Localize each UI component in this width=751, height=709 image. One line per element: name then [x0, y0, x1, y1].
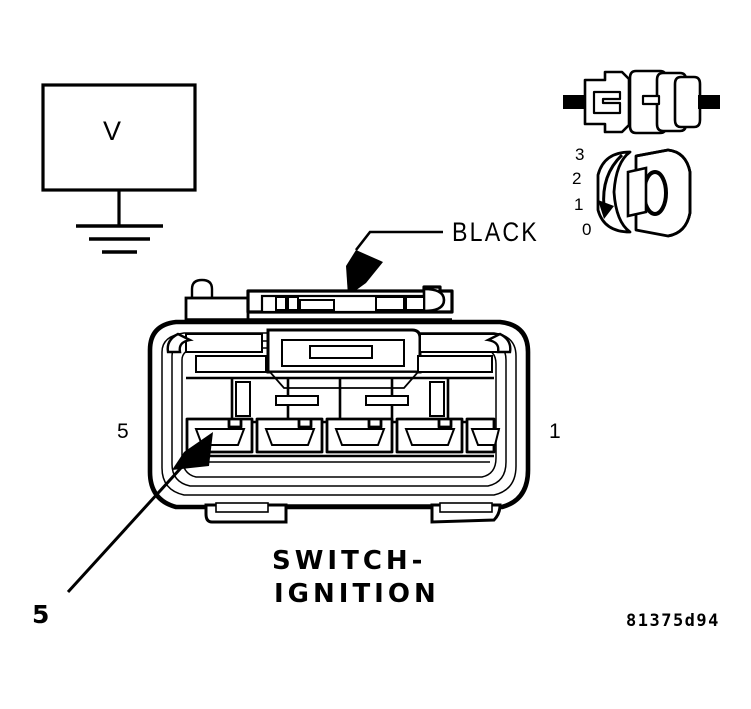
- pin-number-left: 5: [117, 420, 129, 443]
- terminal-cavity-1: [465, 417, 501, 454]
- caption-line-1: SWITCH-: [272, 546, 427, 576]
- switch-position-0: 0: [582, 220, 592, 239]
- ignition-switch-connector: [147, 278, 531, 524]
- cavity-separators: [186, 378, 494, 424]
- rotary-ignition-switch-icon: [596, 148, 692, 238]
- mounting-tabs: [204, 502, 502, 524]
- switch-position-1: 1: [574, 195, 584, 214]
- latch-well: [266, 328, 422, 389]
- terminal-cavity-3: [325, 417, 394, 454]
- black-wire-label: BLACK: [452, 217, 539, 247]
- voltmeter-label: V: [103, 116, 122, 146]
- switch-position-3: 3: [575, 145, 585, 164]
- pin-number-right: 1: [549, 420, 561, 443]
- voltmeter-symbol: [41, 83, 197, 254]
- terminal-cavity-2: [395, 417, 464, 454]
- terminal-cavity-4: [255, 417, 324, 454]
- callout-number: 5: [32, 600, 50, 629]
- black-wire-leader: [346, 230, 443, 296]
- callout-5-arrow: [66, 432, 213, 594]
- drawing-number: 81375d94: [626, 611, 720, 631]
- earth-ground-icon: [76, 224, 163, 254]
- terminal-cavity-row: [185, 417, 501, 454]
- connector-pair-icon: [563, 69, 720, 135]
- connector-caption: SWITCH-IGNITION: [272, 545, 440, 612]
- switch-position-2: 2: [572, 169, 582, 188]
- connector-latch: [184, 278, 454, 322]
- shoulder-rails: [166, 332, 512, 373]
- caption-line-2: IGNITION: [274, 579, 440, 610]
